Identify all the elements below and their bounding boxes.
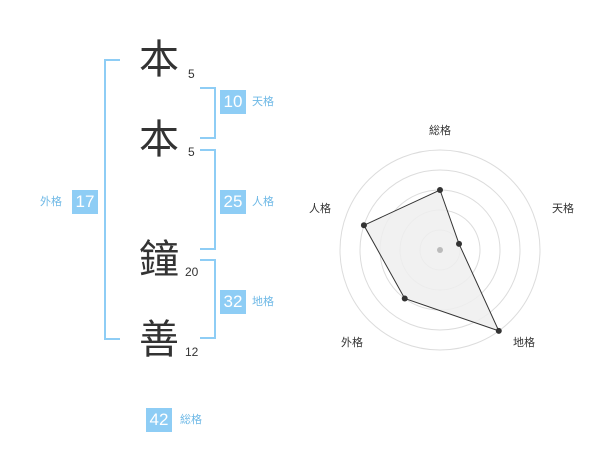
name-char-2: 本 (139, 117, 179, 163)
stroke-count-1: 5 (188, 67, 195, 81)
chikaku-label: 地格 (252, 295, 274, 308)
name-char-3: 鐘 (139, 237, 179, 283)
radar-grid-ring (339, 149, 541, 351)
radar-points (360, 187, 502, 334)
stroke-count-4: 12 (185, 345, 199, 359)
radar-grid-ring (359, 169, 521, 331)
chikaku-bracket (200, 259, 216, 339)
tenkaku-value: 10 (220, 90, 246, 114)
chikaku-value: 32 (220, 290, 246, 314)
radar-center-dot (437, 247, 443, 253)
stroke-count-3: 20 (185, 265, 199, 279)
jinkaku-value: 25 (220, 190, 246, 214)
gaikaku-label: 外格 (40, 195, 62, 208)
tenkaku-bracket (200, 87, 216, 139)
radar-point-1 (456, 240, 463, 247)
stroke-count-2: 5 (188, 145, 195, 159)
radar-point-2 (495, 327, 502, 334)
jinkaku-label: 人格 (252, 195, 274, 208)
soukaku-label: 総格 (180, 413, 202, 426)
radar-point-0 (437, 187, 443, 193)
radar-label-gaikaku: 外格 (341, 335, 363, 349)
gaikaku-value: 17 (72, 190, 98, 214)
name-char-1: 本 (139, 37, 179, 83)
name-char-4: 善 (139, 317, 179, 363)
radar-label-soukaku: 総格 (429, 123, 451, 137)
radar-label-tenkaku: 天格 (552, 201, 574, 215)
tenkaku-label: 天格 (252, 95, 274, 108)
radar-point-4 (360, 222, 367, 229)
radar-label-jinkaku: 人格 (309, 201, 331, 215)
jinkaku-bracket (200, 149, 216, 250)
gaikaku-bracket (104, 59, 120, 340)
radar-score-polygon (363, 189, 500, 332)
soukaku-value: 42 (146, 408, 172, 432)
radar-point-3 (401, 295, 408, 302)
radar-label-chikaku: 地格 (513, 335, 535, 349)
